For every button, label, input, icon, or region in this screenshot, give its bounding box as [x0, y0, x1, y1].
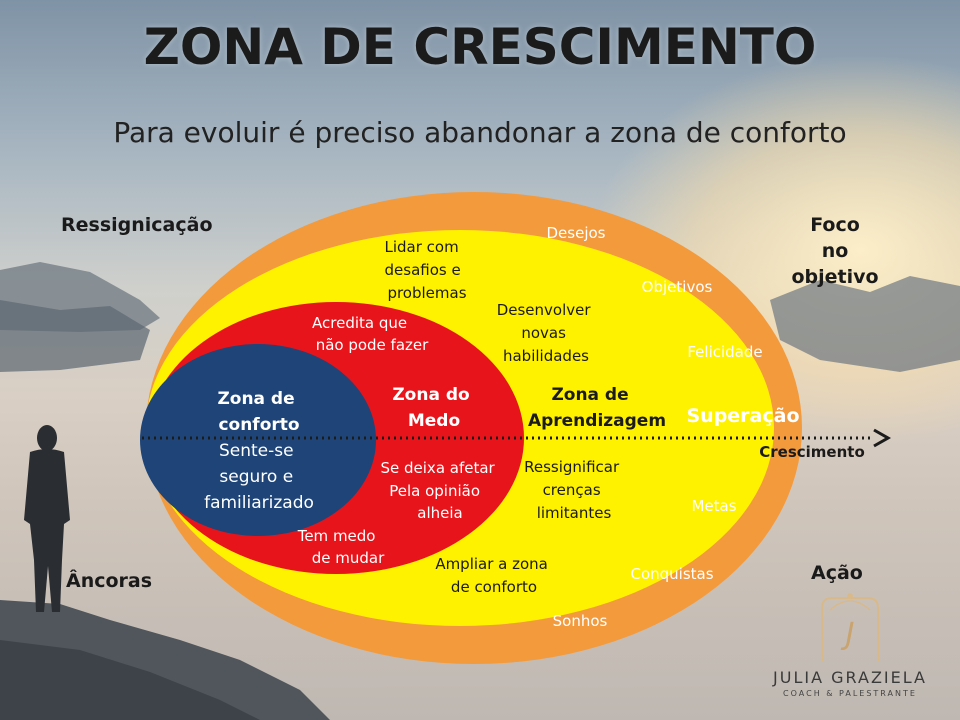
logo-tagline: COACH & PALESTRANTE [783, 689, 917, 698]
label-foco-line-2: no [821, 240, 849, 262]
brand-logo: J JULIA GRAZIELA COACH & PALESTRANTE [760, 590, 940, 698]
label-ressignificacao: Ressignicação [61, 214, 213, 236]
fear-item-opiniao: Se deixa afetar Pela opinião alheia [381, 459, 500, 522]
learning-item-habilidades: Desenvolver novas habilidades [497, 301, 596, 365]
zone-comfort-ellipse [140, 344, 376, 536]
label-foco-line-1: Foco [810, 214, 860, 236]
fear-item-acredita: Acredita que não pode fazer [312, 314, 429, 354]
learning-item-crencas: Ressignificar crenças limitantes [524, 458, 624, 522]
monogram-icon: J [821, 593, 879, 662]
svg-text:J: J [841, 617, 855, 652]
page-title: ZONA DE CRESCIMENTO [143, 18, 817, 76]
person-silhouette [24, 425, 70, 612]
label-ancoras: Âncoras [66, 570, 153, 592]
label-foco-line-3: objetivo [791, 266, 879, 288]
learning-item-ampliar: Ampliar a zona de conforto [435, 555, 552, 596]
fear-item-medo-mudar: Tem medo de mudar [297, 527, 385, 567]
zone-learning-title: Zona de Aprendizagem [528, 385, 666, 431]
growth-item-desejos: Desejos [547, 224, 606, 242]
growth-item-sonhos: Sonhos [553, 612, 608, 630]
label-acao: Ação [811, 562, 863, 584]
growth-item-metas: Metas [691, 497, 736, 515]
growth-item-superacao: Superação [686, 405, 799, 427]
learning-item-desafios: Lidar com desafios e problemas [385, 238, 467, 302]
zone-comfort-description: Sente-se seguro e familiarizado [204, 441, 314, 513]
growth-item-conquistas: Conquistas [630, 565, 713, 583]
page-subtitle: Para evoluir é preciso abandonar a zona … [113, 116, 847, 149]
growth-item-felicidade: Felicidade [687, 343, 762, 361]
zone-fear-title: Zona do Medo [392, 385, 475, 431]
growth-item-objetivos: Objetivos [642, 278, 713, 296]
label-foco-no-objetivo: Foco no objetivo [780, 212, 890, 290]
growth-arrow-head [873, 428, 892, 448]
logo-name: JULIA GRAZIELA [773, 668, 927, 687]
zone-comfort-title: Zona de conforto [217, 389, 300, 435]
axis-label: Crescimento [759, 443, 865, 461]
